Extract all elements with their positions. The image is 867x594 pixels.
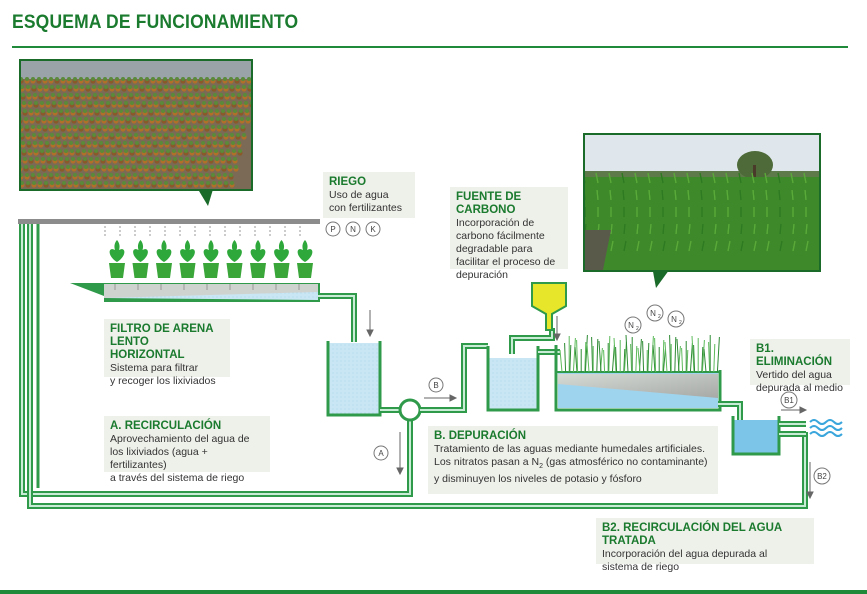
depuracion-box: B. DEPURACIÓN Tratamiento de las aguas m… (428, 426, 718, 494)
depuracion-text-3: y disminuyen los niveles de potasio y fó… (434, 473, 642, 486)
nutrient-n: N (350, 225, 356, 234)
svg-text:2: 2 (679, 320, 682, 326)
flow-label-b1: B1 (784, 396, 794, 405)
potted-plant (156, 240, 172, 278)
nutrient-badges: P N K (325, 221, 381, 237)
collection-tank (326, 341, 382, 417)
b2-text: Incorporación del agua depurada al siste… (602, 548, 768, 573)
svg-text:N: N (628, 321, 634, 330)
title-divider (12, 46, 848, 48)
nutrient-p: P (330, 225, 335, 234)
riego-heading: RIEGO (329, 176, 367, 188)
filter-outlet-pipe (318, 293, 357, 342)
potted-plant (203, 240, 219, 278)
potted-plant (297, 240, 313, 278)
nursery-photo (19, 59, 253, 191)
wetland-reeds (559, 334, 720, 373)
potted-plant (250, 240, 266, 278)
irrigation-bar (18, 219, 320, 224)
flow-label-b2: B2 (817, 472, 827, 481)
svg-text:N: N (671, 315, 677, 324)
recirculacion-box: A. RECIRCULACIÓN Aprovechamiento del agu… (104, 416, 270, 484)
valve (398, 398, 422, 422)
b2-recirculacion-box: B2. RECIRCULACIÓN DEL AGUA TRATADA Incor… (596, 518, 814, 573)
carbon-source-funnel (531, 282, 567, 331)
eliminacion-heading: B1. ELIMINACIÓN (756, 343, 833, 368)
svg-text:2: 2 (658, 314, 661, 320)
flow-label-b: B (433, 381, 438, 390)
potted-plant (109, 240, 125, 278)
page-title: ESQUEMA DE FUNCIONAMIENTO (12, 12, 299, 33)
potted-plant (132, 240, 149, 278)
wetland-basin (554, 345, 722, 412)
sprinkler-drops (104, 226, 301, 236)
fuente-text: Incorporación de carbono fácilmente degr… (456, 217, 556, 281)
riego-box: RIEGO Uso de agua con fertilizantes (323, 172, 415, 218)
recirculacion-text: Aprovechamiento del agua de los lixiviad… (110, 433, 250, 484)
discharge-tank (731, 416, 781, 456)
depuracion-text-1: Tratamiento de las aguas mediante humeda… (434, 443, 706, 455)
recirculation-pipes (19, 224, 808, 509)
depuration-tank (486, 346, 540, 412)
filtro-heading: FILTRO DE ARENA LENTO HORIZONTAL (110, 323, 214, 361)
flow-labels: B A B1 B2 (373, 377, 831, 485)
fuente-carbono-box: FUENTE DE CARBONO Incorporación de carbo… (450, 187, 568, 281)
svg-text:N: N (650, 309, 656, 318)
potted-plant (273, 240, 290, 278)
riego-text: Uso de agua con fertilizantes (329, 189, 402, 214)
n2-gas-bubbles: N 2 N 2 N 2 (624, 304, 685, 334)
potted-plant (226, 240, 243, 278)
fuente-heading: FUENTE DE CARBONO (456, 191, 522, 216)
flow-arrows (366, 310, 814, 500)
b2-heading: B2. RECIRCULACIÓN DEL AGUA TRATADA (602, 522, 782, 547)
svg-text:2: 2 (636, 326, 639, 332)
potted-plant (179, 240, 196, 278)
recirculacion-heading: A. RECIRCULACIÓN (110, 420, 222, 432)
photo-pointer-nursery (196, 186, 214, 206)
filtro-text: Sistema para filtrar y recoger los lixiv… (110, 362, 216, 387)
depuracion-text-2: Los nitratos pasan a N2 (gas atmosférico… (434, 456, 708, 471)
eliminacion-text: Vertido del agua depurada al medio (756, 369, 843, 394)
wetland-photo (583, 133, 821, 272)
nutrient-k: K (370, 225, 376, 234)
depuracion-heading: B. DEPURACIÓN (434, 430, 527, 442)
flow-label-a: A (378, 449, 384, 458)
potted-plants (109, 240, 313, 278)
eliminacion-box: B1. ELIMINACIÓN Vertido del agua depurad… (750, 339, 850, 394)
filtro-box: FILTRO DE ARENA LENTO HORIZONTAL Sistema… (104, 319, 230, 387)
water-waves-icon (809, 419, 843, 437)
sand-filter (70, 283, 320, 302)
